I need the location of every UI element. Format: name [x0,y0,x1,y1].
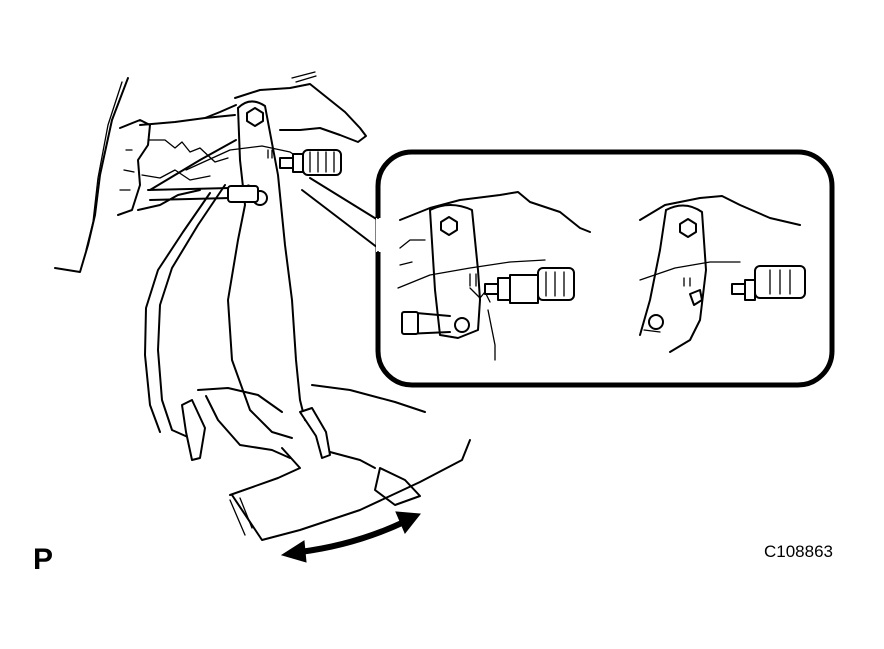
pivot-bolt-icon [246,107,264,127]
double-headed-arrow-icon [280,511,421,563]
pivot-bolt-icon [679,218,697,238]
detail-right [639,195,806,353]
position-label: P [33,543,54,576]
pedal-bracket [149,71,367,191]
pivot-bolt-icon [440,216,458,236]
figure-id: C108863 [764,542,834,561]
firewall-panel [54,77,236,273]
stop-light-switch [185,145,342,176]
driver-foot [197,384,471,541]
detail-left [397,191,591,361]
left-pedal-arm [144,184,226,461]
push-rod [147,185,259,203]
callout-leader [301,177,379,249]
